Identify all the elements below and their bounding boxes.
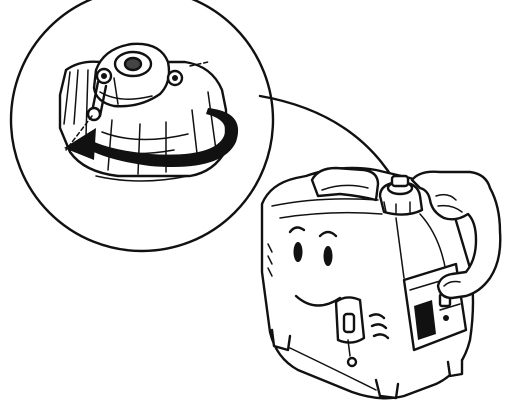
magnifier-detail xyxy=(11,0,273,251)
detail-connector-line xyxy=(260,96,394,180)
